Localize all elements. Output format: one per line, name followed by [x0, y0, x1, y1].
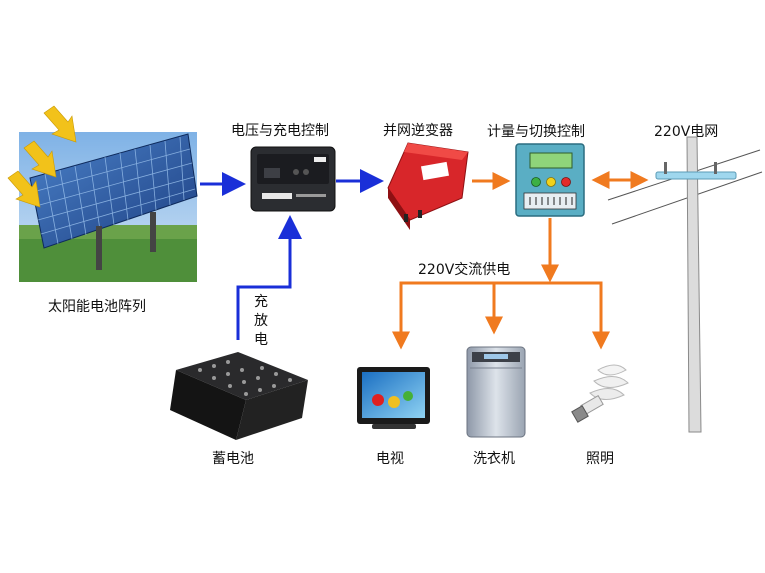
inverter-image	[387, 142, 469, 230]
washing-machine-image	[466, 346, 526, 438]
light-bulb-image	[571, 364, 629, 423]
label-lighting: 照明	[586, 451, 614, 467]
label-battery: 蓄电池	[212, 451, 254, 467]
tv-image	[357, 367, 430, 429]
label-washer: 洗衣机	[473, 451, 515, 467]
sunlight-arrows	[7, 105, 77, 208]
label-ac-supply: 220V交流供电	[418, 262, 511, 278]
ac-flow-arrows	[392, 171, 649, 350]
battery-image	[170, 352, 308, 440]
label-tv: 电视	[376, 451, 404, 467]
meter-switch-box-image	[515, 143, 585, 217]
label-meter-switch: 计量与切换控制	[487, 124, 585, 140]
label-grid: 220V电网	[654, 124, 719, 140]
label-inverter: 并网逆变器	[383, 123, 453, 139]
label-charge-controller: 电压与充电控制	[231, 123, 329, 139]
dc-flow-arrows	[200, 169, 384, 340]
charge-controller-image	[250, 146, 336, 212]
solar-array-image	[19, 132, 198, 282]
label-solar-array: 太阳能电池阵列	[48, 299, 146, 315]
label-charge-discharge: 充放电	[254, 294, 268, 348]
utility-pole-image	[607, 136, 763, 433]
